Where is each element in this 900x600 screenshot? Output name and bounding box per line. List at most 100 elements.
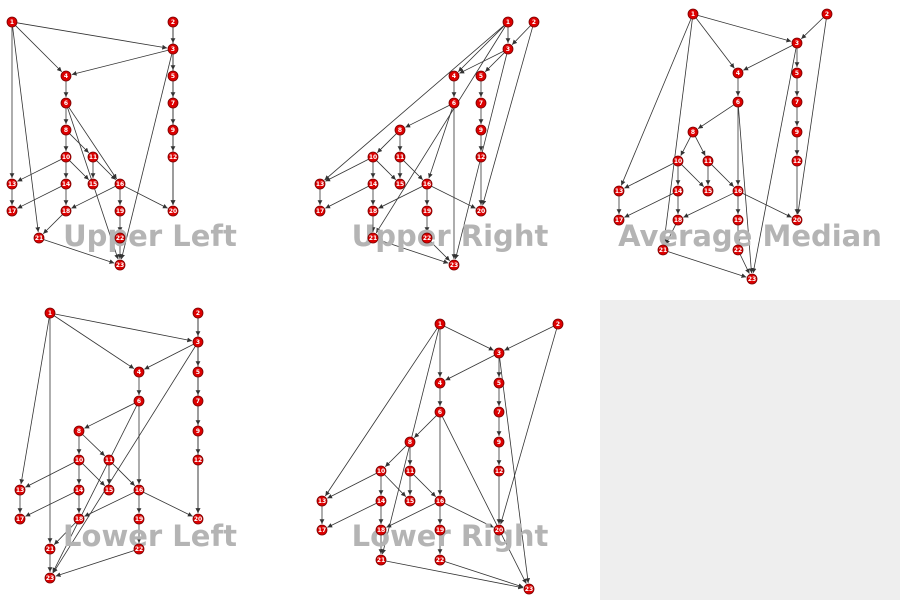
node-label: 21 [369,235,377,242]
node-circle [493,465,505,477]
node-circle [502,16,514,28]
node-12: 12 [791,155,803,167]
node-label: 15 [105,487,113,494]
node-circle [133,366,145,378]
edge-6-8 [413,415,437,439]
node-circle [192,454,204,466]
edge-22-23 [444,561,524,588]
node-circle [103,484,115,496]
edge-1-21 [12,26,41,233]
node-label: 1 [10,19,14,26]
node-12: 12 [192,454,204,466]
node-circle [434,495,446,507]
node-circle [657,244,669,256]
node-16: 16 [133,484,145,496]
node-label: 2 [532,19,536,26]
edge-1-4 [15,25,63,73]
edge-3-4 [71,49,169,76]
node-circle [475,151,487,163]
node-15: 15 [404,495,416,507]
node-17: 17 [6,205,18,217]
node-circle [375,554,387,566]
edge-8-10 [680,136,692,156]
node-20: 20 [192,513,204,525]
node-circle [60,205,72,217]
empty-panel [600,300,900,600]
node-label: 6 [137,398,141,405]
node-label: 22 [436,557,444,564]
edge-3-4 [459,50,504,74]
node-label: 1 [506,19,510,26]
node-label: 11 [704,158,712,165]
node-circle [114,205,126,217]
node-label: 14 [369,181,377,188]
edge-1-3 [16,22,168,50]
node-20: 20 [167,205,179,217]
node-1: 1 [502,16,514,28]
edge-1-4 [695,17,735,69]
node-circle [791,214,803,226]
node-1: 1 [687,8,699,20]
edge-6-23 [52,405,138,573]
node-label: 4 [736,70,740,77]
node-label: 18 [62,208,70,215]
node-2: 2 [821,8,833,20]
node-circle [404,465,416,477]
node-4: 4 [133,366,145,378]
node-circle [167,43,179,55]
node-label: 4 [64,73,68,80]
node-label: 6 [736,99,740,106]
node-label: 7 [196,398,200,405]
node-circle [475,124,487,136]
node-label: 10 [62,154,70,161]
node-23: 23 [746,273,758,285]
node-label: 5 [196,369,200,376]
node-circle [493,347,505,359]
node-11: 11 [87,151,99,163]
edge-16-20 [444,502,494,528]
edge-11-16 [96,160,117,181]
edge-16-20 [124,185,168,209]
node-label: 2 [825,11,829,18]
edge-6-23 [737,106,754,274]
node-circle [672,155,684,167]
node-label: 12 [793,158,801,165]
node-19: 19 [434,524,446,536]
edge-10-15 [376,160,397,181]
node-circle [192,336,204,348]
node-7: 7 [167,97,179,109]
node-circle [702,155,714,167]
node-circle [316,524,328,536]
node-circle [44,572,56,584]
node-label: 14 [674,188,682,195]
edge-16-18 [71,185,116,209]
node-circle [687,126,699,138]
node-15: 15 [87,178,99,190]
node-5: 5 [791,67,803,79]
node-label: 19 [116,208,124,215]
node-9: 9 [167,124,179,136]
node-10: 10 [375,465,387,477]
node-10: 10 [60,151,72,163]
panel-title-upper-right: Upper Right [352,219,549,253]
node-13: 13 [613,185,625,197]
node-4: 4 [434,377,446,389]
node-label: 7 [171,100,175,107]
node-circle [732,214,744,226]
node-circle [367,205,379,217]
edge-8-10 [384,445,407,468]
node-circle [502,43,514,55]
node-label: 4 [452,73,456,80]
node-7: 7 [791,96,803,108]
node-circle [523,583,535,595]
node-17: 17 [14,513,26,525]
node-label: 17 [8,208,16,215]
edge-3-23 [52,346,196,574]
edge-21-23 [43,239,115,264]
node-circle [687,8,699,20]
edge-1-21 [661,18,693,245]
node-circle [375,465,387,477]
node-circle [732,185,744,197]
